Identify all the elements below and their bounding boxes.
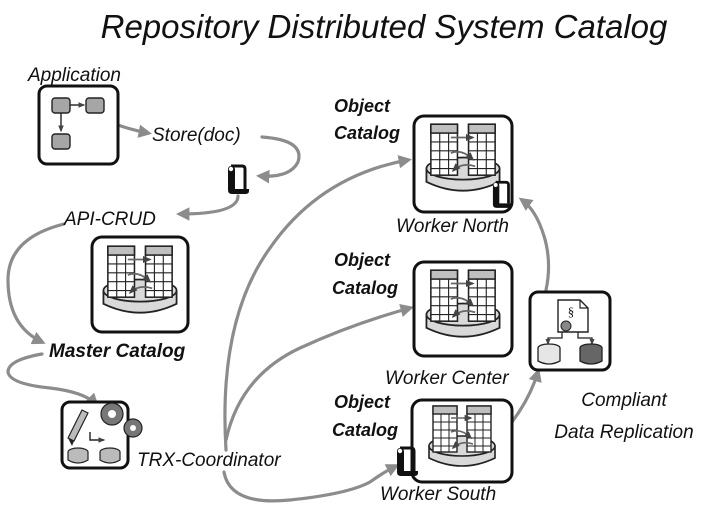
store-doc-label: Store(doc) [152, 125, 241, 146]
catalog-label-center: Catalog [332, 278, 398, 298]
api-crud-label: API-CRUD [63, 209, 156, 230]
arrow-store-to-scroll [255, 135, 301, 184]
worker-north-node [412, 114, 514, 214]
arrow-trx-to-center [224, 304, 414, 442]
trx-coordinator-label: TRX-Coordinator [137, 450, 281, 471]
object-label-center: Object [334, 250, 391, 270]
arrow-south-to-compliance [510, 368, 542, 424]
arrow-api-to-master [6, 222, 66, 345]
arrow-app-to-store [116, 123, 152, 138]
master-catalog-label: Master Catalog [49, 341, 186, 362]
arrow-scroll-to-api [175, 194, 240, 221]
data-replication-label: Data Replication [554, 422, 693, 443]
tools-gears-icon [60, 400, 143, 470]
catalog-label-south: Catalog [332, 420, 398, 440]
section-symbol: § [568, 304, 575, 319]
worker-center-node [412, 260, 514, 358]
catalog-label-north: Catalog [334, 123, 400, 143]
object-label-north: Object [334, 96, 391, 116]
flow-arrows [6, 123, 551, 503]
master-catalog-node [90, 235, 190, 334]
arrow-trx-to-south [222, 464, 400, 503]
worker-center-label: Worker Center [385, 368, 509, 389]
scroll-icon [396, 446, 420, 478]
page-title: Repository Distributed System Catalog [101, 8, 668, 45]
flowchart-icon [37, 84, 120, 166]
arrow-compliance-to-north [518, 197, 551, 292]
arrow-trx-to-north [223, 155, 412, 452]
arrow-master-to-trx [6, 352, 99, 407]
worker-south-label: Worker South [380, 484, 496, 505]
application-label: Application [27, 65, 121, 86]
worker-south-node [396, 398, 514, 484]
compliant-label: Compliant [581, 390, 667, 411]
worker-north-label: Worker North [396, 216, 509, 237]
scroll-icon [227, 164, 251, 196]
object-label-south: Object [334, 392, 391, 412]
compliance-icon: § [528, 290, 612, 372]
